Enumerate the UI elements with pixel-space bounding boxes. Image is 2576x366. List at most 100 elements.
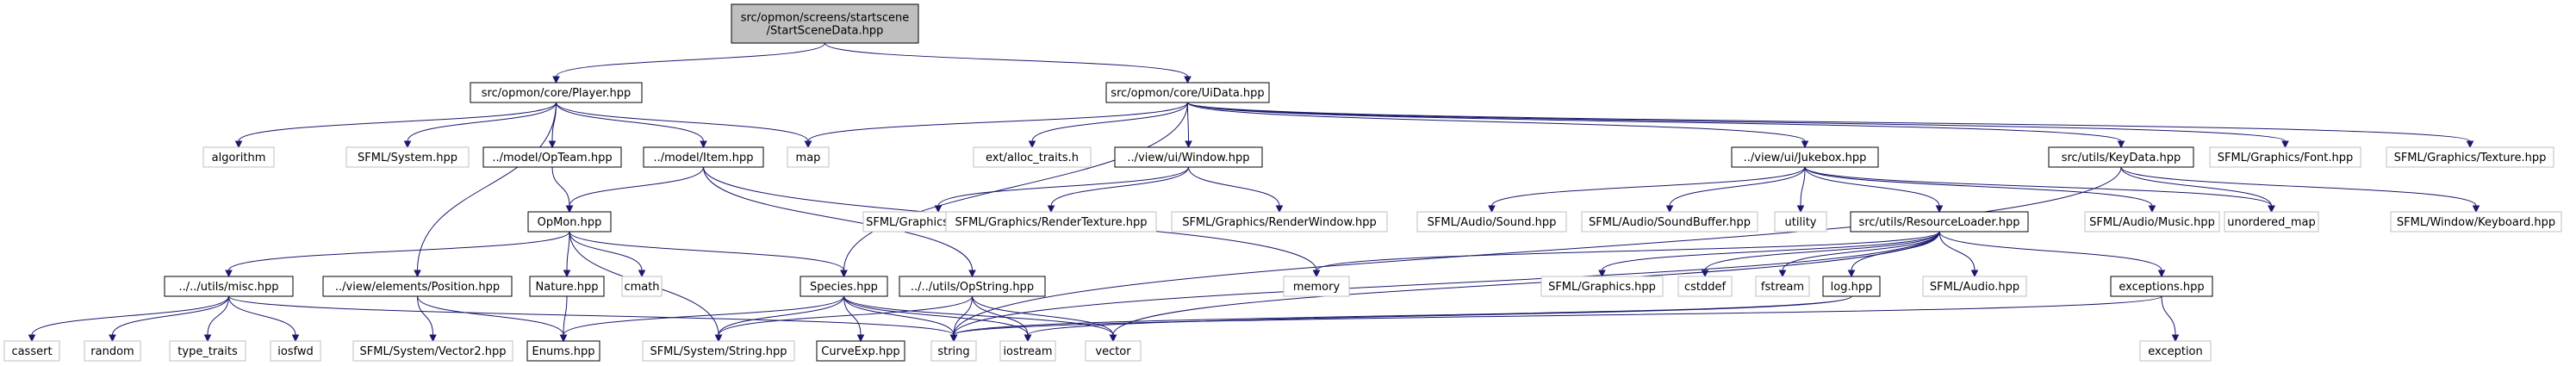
node-model-item-hpp[interactable]: ../model/Item.hpp (643, 146, 764, 168)
node-label: exceptions.hpp (2119, 281, 2204, 294)
node-sfml-system-hpp: SFML/System.hpp (345, 146, 470, 168)
node-label: CurveExp.hpp (821, 345, 899, 358)
edge-jukebox-to-resloader (1804, 166, 1944, 214)
node-label: log.hpp (1831, 281, 1873, 294)
node-box (2390, 211, 2562, 233)
node-label: cassert (11, 345, 52, 358)
node-box (2139, 340, 2212, 362)
arrowhead-icon (234, 140, 243, 149)
node-box (642, 340, 795, 362)
node-box (2048, 146, 2194, 168)
node-box (352, 340, 513, 362)
edge-misc-to-typetraits (203, 295, 229, 343)
node-model-opteam-hpp[interactable]: ../model/OpTeam.hpp (482, 146, 622, 168)
node-label: Species.hpp (810, 281, 878, 294)
node-utility: utility (1774, 211, 1827, 233)
arrowhead-icon (1028, 140, 1036, 149)
edge-player-to-position (414, 102, 557, 278)
node-label: SFML/Graphics/RenderWindow.hpp (1182, 216, 1377, 229)
edge-misc-to-random (109, 295, 229, 343)
node-exceptions-hpp[interactable]: exceptions.hpp (2110, 276, 2213, 297)
arrowhead-icon (1024, 334, 1032, 343)
node-box (470, 82, 643, 103)
node-src-opmon-core-uidata-hpp[interactable]: src/opmon/core/UiData.hpp (1105, 82, 1270, 103)
node-enums-hpp[interactable]: Enums.hpp (526, 340, 600, 362)
arrowhead-icon (700, 140, 707, 149)
nodes-layer: src/opmon/screens/startscene/StartSceneD… (3, 3, 2562, 362)
node-ext-alloc-traits-h: ext/alloc_traits.h (973, 146, 1092, 168)
node-label: cmath (624, 281, 659, 294)
node-nature-hpp[interactable]: Nature.hpp (529, 276, 605, 297)
node-box (945, 211, 1157, 233)
node-utils-opstring-hpp[interactable]: ../../utils/OpString.hpp (899, 276, 1046, 297)
arrowhead-icon (1598, 270, 1606, 278)
node-box (2110, 276, 2213, 297)
arrowhead-icon (1184, 76, 1192, 84)
node-box (527, 211, 612, 233)
node-unordered-map: unordered_map (2224, 211, 2319, 233)
node-log-hpp[interactable]: log.hpp (1822, 276, 1881, 297)
edge-species-to-vector (843, 295, 1117, 343)
node-src-opmon-core-player-hpp[interactable]: src/opmon/core/Player.hpp (470, 82, 643, 103)
node-label: algorithm (212, 152, 266, 164)
node-label: ../view/ui/Window.hpp (1127, 152, 1249, 164)
node-label: SFML/System.hpp (358, 152, 457, 164)
edge-uidata-to-jukebox (1187, 102, 1809, 149)
edge-player-to-algorithm (234, 102, 557, 149)
node-sfml-window-keyboard-hpp: SFML/Window/Keyboard.hpp (2390, 211, 2562, 233)
edge-opmon-to-misc (225, 231, 570, 278)
node-box (529, 276, 605, 297)
arrowhead-icon (856, 334, 865, 343)
arrowhead-icon (968, 270, 976, 278)
edge-uidata-to-alloc (1028, 102, 1188, 149)
node-view-elements-position-hpp[interactable]: ../view/elements/Position.hpp (322, 276, 513, 297)
arrowhead-icon (1488, 205, 1496, 214)
node-view-ui-jukebox-hpp[interactable]: ../view/ui/Jukebox.hpp (1731, 146, 1879, 168)
edge-uidata-to-sftexture (1187, 102, 2474, 149)
node-box (1822, 276, 1881, 297)
node-src-utils-keydata-hpp[interactable]: src/utils/KeyData.hpp (2048, 146, 2194, 168)
arrowhead-icon (563, 270, 571, 278)
node-label: memory (1293, 281, 1341, 294)
node-box (1283, 276, 1350, 297)
arrowhead-icon (565, 205, 574, 214)
arrowhead-icon (714, 334, 723, 343)
edge-item-to-opstring (703, 166, 976, 278)
node-vector: vector (1085, 340, 1142, 362)
node-label: ext/alloc_traits.h (986, 152, 1079, 164)
node-utils-misc-hpp[interactable]: ../../utils/misc.hpp (164, 276, 294, 297)
node-label: src/opmon/screens/startscene (741, 12, 910, 25)
edge-uidata-to-window (1185, 102, 1192, 149)
edge-root-to-uidata (824, 42, 1192, 84)
node-box (84, 340, 141, 362)
node-view-ui-window-hpp[interactable]: ../view/ui/Window.hpp (1114, 146, 1263, 168)
node-src-utils-resourceloader-hpp[interactable]: src/utils/ResourceLoader.hpp (1850, 211, 2029, 233)
node-label: SFML/Audio/Sound.hpp (1428, 216, 1557, 229)
node-box (482, 146, 622, 168)
node-sfml-graphics-hpp: SFML/Graphics.hpp (1540, 276, 1664, 297)
node-sfml-graphics-font-hpp: SFML/Graphics/Font.hpp (2209, 146, 2361, 168)
node-curveexp-hpp[interactable]: CurveExp.hpp (816, 340, 905, 362)
node-label: string (937, 345, 969, 358)
node-label: map (796, 152, 821, 164)
node-sfml-graphics-rendertexture-hpp: SFML/Graphics/RenderTexture.hpp (945, 211, 1157, 233)
node-label: ../../utils/misc.hpp (178, 281, 278, 294)
edge-opstring-to-sfstring (714, 295, 973, 343)
arrowhead-icon (552, 76, 560, 84)
node-box (2084, 211, 2220, 233)
edge-log-to-string (949, 295, 1852, 343)
edges-layer (28, 42, 2480, 343)
node-box (1105, 82, 1270, 103)
arrowhead-icon (1935, 205, 1944, 214)
node-label: SFML/Graphics/Font.hpp (2218, 152, 2354, 164)
edge-opmon-to-nature (563, 231, 571, 278)
node-src-opmon-screens-startscene-startscenedata-hpp[interactable]: src/opmon/screens/startscene/StartSceneD… (731, 3, 919, 44)
node-species-hpp[interactable]: Species.hpp (800, 276, 888, 297)
edge-species-to-curveexp (843, 295, 865, 343)
node-opmon-hpp[interactable]: OpMon.hpp (527, 211, 612, 233)
arrowhead-icon (1778, 270, 1787, 278)
arrowhead-icon (2157, 270, 2166, 278)
node-label: ../view/elements/Position.hpp (335, 281, 500, 294)
node-box (1774, 211, 1827, 233)
